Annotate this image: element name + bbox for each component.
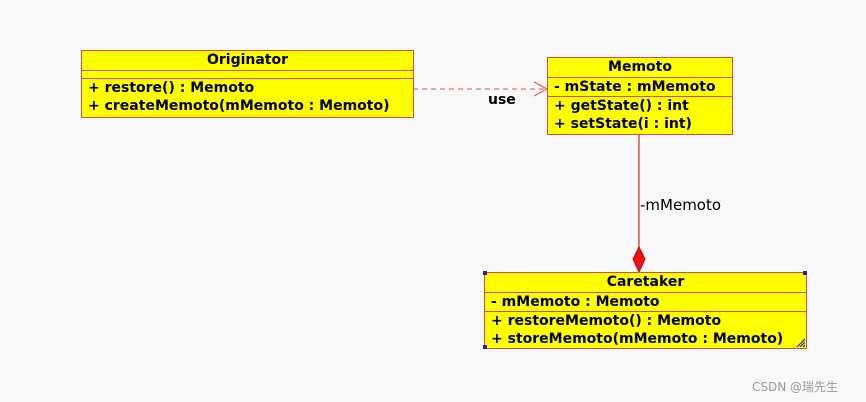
class-originator-name: Originator	[82, 51, 413, 71]
class-originator-attributes	[82, 71, 413, 79]
class-memoto-attributes: - mState : mMemoto	[548, 78, 732, 97]
selection-handle-top-right[interactable]	[803, 271, 807, 275]
class-memoto-operations: + getState() : int + setState(i : int)	[548, 97, 732, 133]
class-caretaker-operations: + restoreMemoto() : Memoto + storeMemoto…	[485, 312, 806, 348]
operation: + storeMemoto(mMemoto : Memoto)	[491, 331, 784, 347]
watermark: CSDN @瑞先生	[752, 380, 839, 394]
class-caretaker-attributes: - mMemoto : Memoto	[485, 293, 806, 312]
operation: + restoreMemoto() : Memoto	[491, 313, 722, 329]
attribute: - mMemoto : Memoto	[491, 294, 660, 310]
class-caretaker-name: Caretaker	[485, 273, 806, 293]
operation: + restore() : Memoto	[88, 80, 255, 96]
resize-grip-icon[interactable]	[795, 337, 805, 347]
class-memoto-name: Memoto	[548, 58, 732, 78]
selection-handle-bottom-left[interactable]	[483, 345, 487, 349]
composition-diamond	[632, 245, 646, 274]
use-dependency-label: use	[488, 92, 516, 108]
operation: + createMemoto(mMemoto : Memoto)	[88, 98, 390, 114]
class-originator[interactable]: Originator + restore() : Memoto + create…	[81, 50, 414, 118]
class-caretaker[interactable]: Caretaker - mMemoto : Memoto + restoreMe…	[484, 272, 807, 349]
class-originator-operations: + restore() : Memoto + createMemoto(mMem…	[82, 79, 413, 115]
composition-role-label: -mMemoto	[640, 196, 722, 214]
operation: + getState() : int	[554, 98, 689, 114]
attribute: - mState : mMemoto	[554, 79, 716, 95]
class-memoto[interactable]: Memoto - mState : mMemoto + getState() :…	[547, 57, 733, 135]
operation: + setState(i : int)	[554, 116, 692, 132]
selection-handle-top-left[interactable]	[483, 271, 487, 275]
